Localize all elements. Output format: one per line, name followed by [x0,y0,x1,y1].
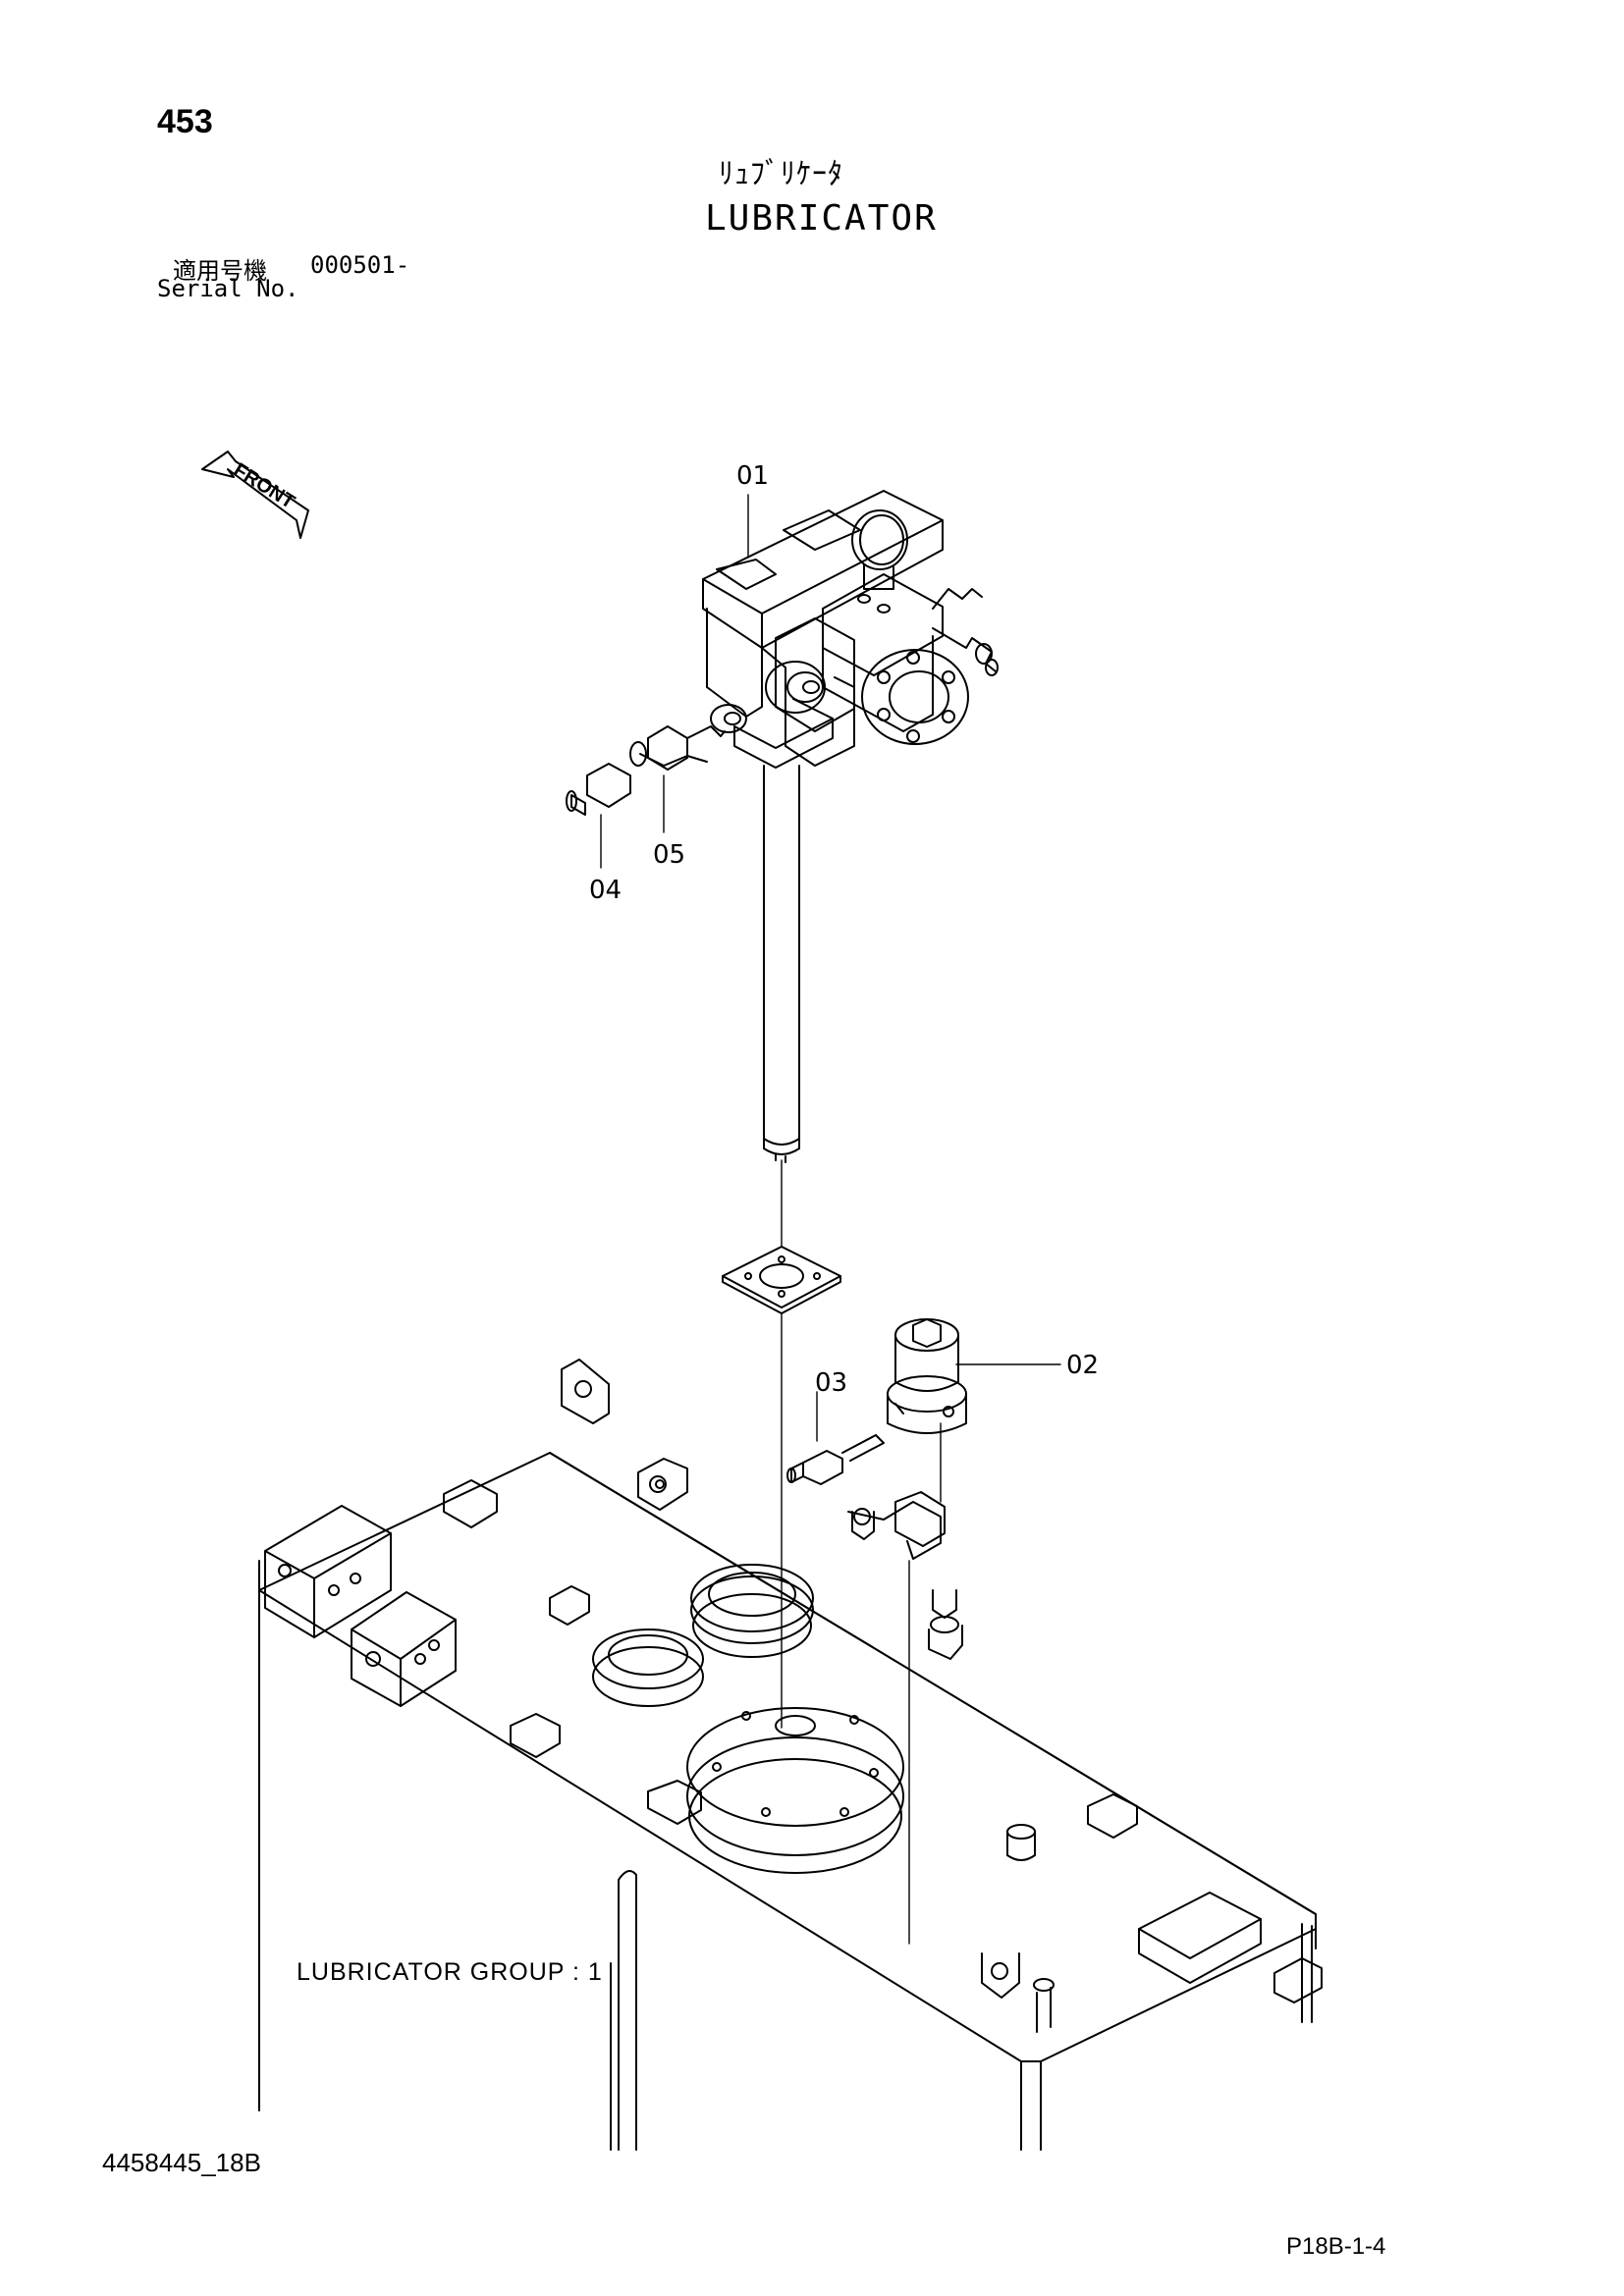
callout-02: 02 [1066,1351,1100,1380]
callout-05: 05 [653,840,686,870]
mounting-blocks [264,1505,457,1707]
callout-03: 03 [815,1368,848,1398]
connector-03 [786,1434,885,1485]
serial-label-english: Serial No. [157,275,299,302]
front-arrow-icon: FRONT [201,451,309,539]
solenoid-valve-02 [887,1318,967,1434]
fitting-04 [566,763,631,816]
suction-pipe [763,765,800,1163]
serial-label-japanese: 適用号機 [173,257,267,285]
bolts-and-clamp [847,1491,963,1660]
front-arrow-label: FRONT [230,459,298,513]
page-code: P18B-1-4 [1286,2233,1386,2260]
fitting-05 [629,725,726,771]
small-brackets [443,1359,1323,2033]
lubricator-pump-assembly [702,490,999,769]
page-number: 453 [157,103,213,140]
callout-01: 01 [736,461,770,491]
hydraulic-tank-outline [258,1452,1317,2151]
title-japanese: ﾘｭﾌﾞﾘｹｰﾀ [719,157,843,191]
filler-flanges [592,1564,904,1874]
leader-lines [600,494,1061,1945]
drawing-number: 4458445_18B [102,2148,261,2177]
serial-number-value: 000501- [310,251,410,279]
group-label: LUBRICATOR GROUP : 1 [297,1958,603,1986]
title-english: LUBRICATOR [705,198,938,239]
callout-04: 04 [589,876,623,905]
gasket [722,1246,841,1314]
